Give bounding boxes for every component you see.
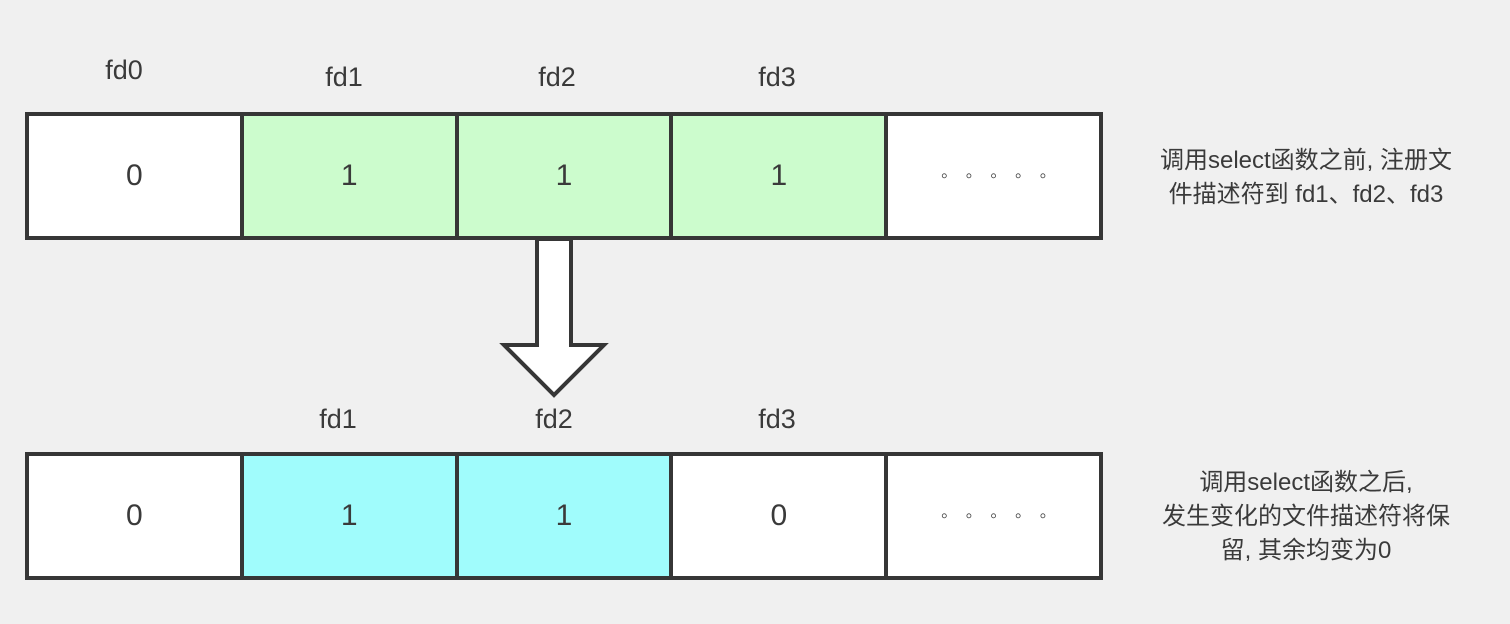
before-cell-fd2-value: 1 (555, 159, 573, 192)
after-cell-fd0: 0 (29, 456, 240, 576)
after-cell-fd3: 0 (669, 456, 885, 576)
after-annotation: 调用select函数之后, 发生变化的文件描述符将保 留, 其余均变为0 (1106, 466, 1506, 568)
before-label-fd3: fd3 (758, 62, 796, 92)
before-annotation-line: 调用select函数之前, 注册文 (1159, 147, 1453, 174)
before-label-fd1: fd1 (325, 62, 363, 92)
before-cell-fd3-value: 1 (770, 159, 788, 192)
after-cell-fd3-value: 0 (770, 499, 788, 532)
before-cell-fd0: 0 (29, 116, 240, 236)
before-cell-fd3: 1 (669, 116, 885, 236)
before-label-fd0: fd0 (105, 55, 143, 85)
ellipsis-dots: ◦ ◦ ◦ ◦ ◦ (940, 164, 1053, 187)
after-label-fd3: fd3 (758, 404, 796, 434)
ellipsis-dots: ◦ ◦ ◦ ◦ ◦ (940, 504, 1053, 527)
after-cell-fd2: 1 (454, 456, 670, 576)
before-cell-fd0-value: 0 (126, 159, 143, 192)
fdset-before-row: 0 1 1 1 ◦ ◦ ◦ ◦ ◦ (25, 112, 1103, 240)
before-cell-fd2: 1 (454, 116, 670, 236)
before-cell-rest: ◦ ◦ ◦ ◦ ◦ (884, 116, 1099, 236)
after-cell-fd1-value: 1 (340, 499, 358, 532)
after-annotation-line: 调用select函数之后, (1199, 469, 1413, 496)
after-annotation-line: 留, 其余均变为0 (1220, 537, 1392, 564)
after-cell-fd1: 1 (239, 456, 455, 576)
after-label-fd1: fd1 (319, 404, 357, 434)
before-annotation-line: 件描述符到 fd1、fd2、fd3 (1168, 181, 1444, 208)
before-cell-fd1: 1 (239, 116, 455, 236)
before-cell-fd1-value: 1 (340, 159, 358, 192)
after-label-fd2: fd2 (535, 404, 573, 434)
after-cell-fd2-value: 1 (555, 499, 573, 532)
down-arrow-icon (499, 237, 609, 398)
after-annotation-line: 发生变化的文件描述符将保 (1162, 503, 1450, 530)
after-cell-rest: ◦ ◦ ◦ ◦ ◦ (884, 456, 1099, 576)
after-cell-fd0-value: 0 (126, 499, 143, 532)
fdset-after-row: 0 1 1 0 ◦ ◦ ◦ ◦ ◦ (25, 452, 1103, 580)
before-annotation: 调用select函数之前, 注册文 件描述符到 fd1、fd2、fd3 (1106, 144, 1506, 212)
before-label-fd2: fd2 (538, 62, 576, 92)
